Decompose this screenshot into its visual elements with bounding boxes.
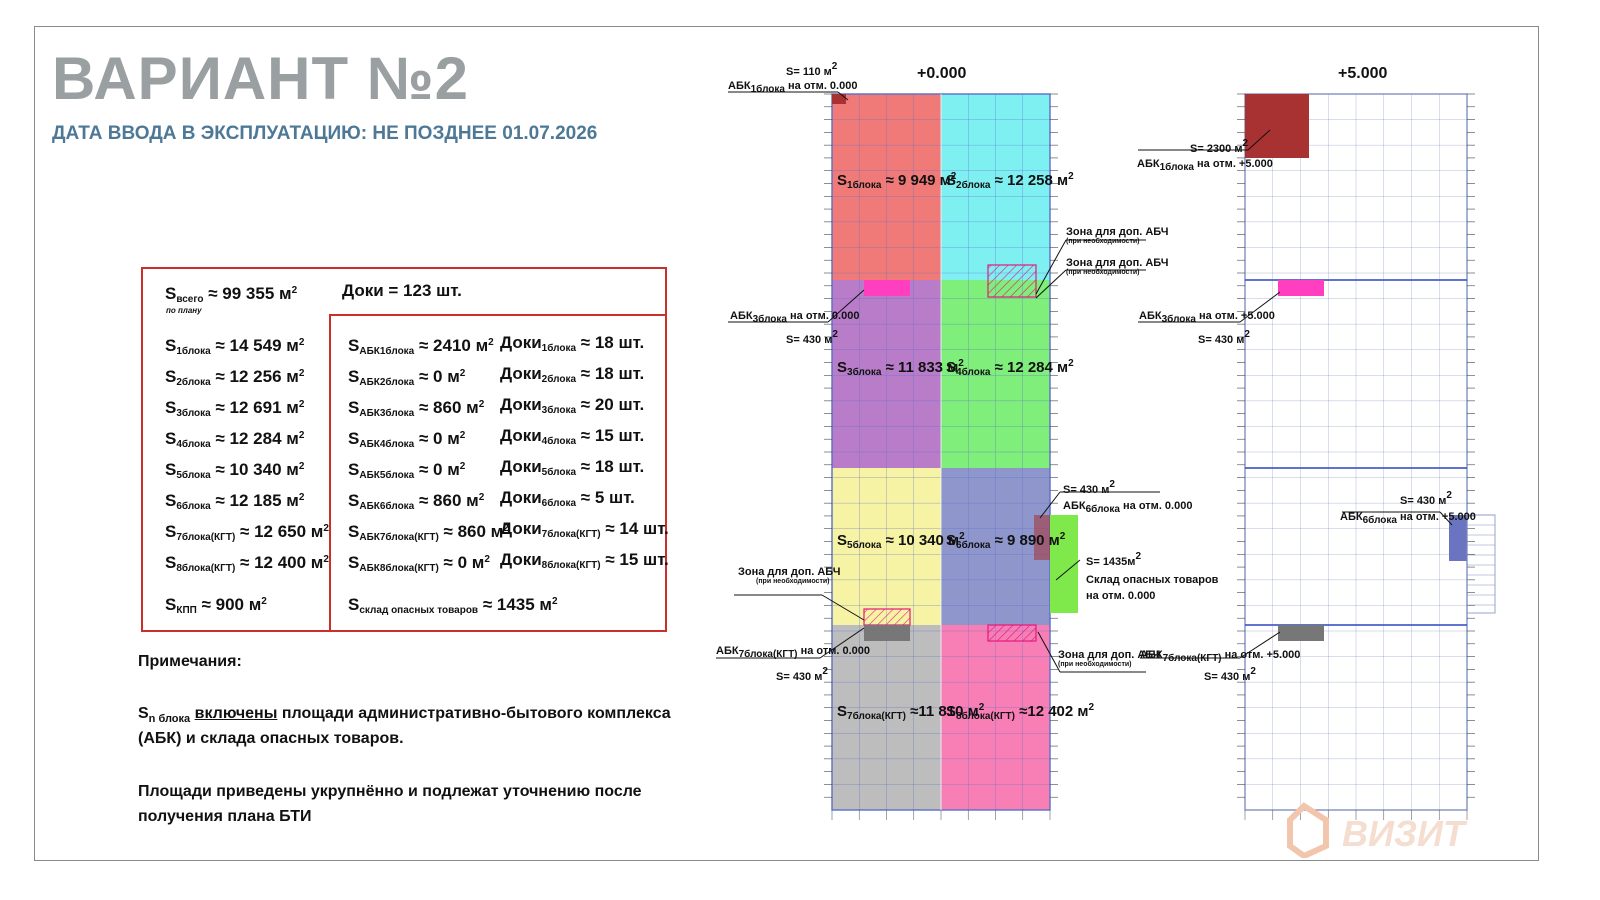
- plan2-level: +5.000: [1338, 65, 1388, 82]
- docks-row: Доки7блока(КГТ) ≈ 14 шт.: [500, 519, 669, 540]
- callout-zone-1-note: (при необходимости): [1066, 238, 1140, 245]
- p2-callout-abk7: АБК7блока(КГТ) на отм. +5.000: [1140, 649, 1301, 664]
- areas-table: [141, 267, 667, 632]
- docks-total: Доки = 123 шт.: [342, 281, 462, 300]
- zone-label-4: S4блока ≈ 12 284 м2: [946, 358, 1074, 378]
- p1-hazard-store: [1050, 515, 1078, 613]
- p2-callout-s430-c: S= 430 м2: [1204, 666, 1256, 683]
- abk-area-row: SАБК5блока ≈ 0 м2: [348, 460, 466, 481]
- callout-abk1: АБК1блока на отм. 0.000: [728, 80, 858, 95]
- p2-abk1: [1245, 94, 1309, 158]
- docks-row: Доки5блока ≈ 18 шт.: [500, 457, 645, 478]
- page-title: ВАРИАНТ №2: [52, 45, 470, 112]
- abk-area-row: SАБК6блока ≈ 860 м2: [348, 491, 485, 512]
- p1-abk3: [864, 280, 910, 296]
- logo-text: ВИЗИТ: [1342, 813, 1468, 854]
- slide-frame: [34, 26, 1539, 861]
- total-note: по плану: [166, 306, 202, 315]
- callout-s430-b: S= 430 м2: [1063, 479, 1115, 496]
- zone-label-7: S7блока(КГТ) ≈11 810 м2: [837, 701, 985, 722]
- areas-table-inner: [329, 314, 667, 632]
- notes-heading: Примечания:: [138, 653, 242, 670]
- p1-zone-hatch-4: [987, 624, 1037, 642]
- docks-row: Доки3блока ≈ 20 шт.: [500, 395, 645, 416]
- p2-callout-abk3: АБК3блока на отм. +5.000: [1139, 310, 1275, 325]
- block-area-row: S5блока ≈ 10 340 м2: [165, 460, 305, 481]
- p2-abk7: [1278, 625, 1324, 641]
- p2-abk3: [1278, 280, 1324, 296]
- p1-zone-hatch-1: [987, 264, 1037, 298]
- notes-line-4: получения плана БТИ: [138, 808, 312, 825]
- plan-extras: [832, 94, 1496, 642]
- callout-zone-3-note: (при необходимости): [756, 578, 830, 585]
- zone-label-6: S6блока ≈ 9 890 м2: [946, 530, 1066, 551]
- callout-zone-1: Зона для доп. АБЧ: [1066, 226, 1169, 238]
- callout-zone-2: Зона для доп. АБЧ: [1066, 257, 1169, 269]
- abk-area-row: SАБК3блока ≈ 860 м2: [348, 398, 485, 419]
- p2-callout-s2300: S= 2300 м2: [1190, 138, 1249, 155]
- block-area-row: S6блока ≈ 12 185 м2: [165, 491, 305, 512]
- p2-abk6: [1449, 515, 1467, 561]
- docks-row: Доки4блока ≈ 15 шт.: [500, 426, 645, 447]
- callout-s110: S= 110 м2: [786, 61, 838, 78]
- block-area-row: S7блока(КГТ) ≈ 12 650 м2: [165, 522, 329, 543]
- docks-row: Доки6блока ≈ 5 шт.: [500, 488, 635, 509]
- callout-abk3: АБК3блока на отм. 0.000: [730, 310, 860, 325]
- callout-s430-c: S= 430 м2: [776, 666, 828, 683]
- callout-s1435: S= 1435м2: [1086, 551, 1141, 568]
- p2-callout-abk6: АБК6блока на отм. +5.000: [1340, 511, 1476, 526]
- kpp-area: SКПП ≈ 900 м2: [165, 595, 267, 616]
- block-area-row: S8блока(КГТ) ≈ 12 400 м2: [165, 553, 329, 574]
- callout-zone-4: Зона для доп. АБЧ: [1058, 649, 1161, 661]
- callout-abk7: АБК7блока(КГТ) на отм. 0.000: [716, 645, 870, 660]
- callout-zone-2-note: (при необходимости): [1066, 269, 1140, 276]
- plan2-grid: [1237, 93, 1475, 820]
- callout-hazard-2: на отм. 0.000: [1086, 590, 1156, 602]
- plan1-level: +0.000: [917, 65, 967, 82]
- callout-zone-3: Зона для доп. АБЧ: [738, 566, 841, 578]
- notes-line-2: (АБК) и склада опасных товаров.: [138, 730, 404, 747]
- p1-zone-hatch-3: [863, 608, 911, 626]
- zone-label-8: S8блока(КГТ) ≈12 402 м2: [946, 701, 1095, 722]
- notes-line-1: Sn блока включены площади административн…: [138, 705, 671, 726]
- zone-label-2: S2блока ≈ 12 258 м2: [946, 171, 1074, 191]
- page-subtitle: ДАТА ВВОДА В ЭКСПЛУАТАЦИЮ: НЕ ПОЗДНЕЕ 01…: [52, 123, 598, 144]
- docks-row: Доки8блока(КГТ) ≈ 15 шт.: [500, 550, 669, 571]
- plan-leaders: [716, 91, 1453, 673]
- p2-callout-s430-a: S= 430 м2: [1198, 329, 1250, 346]
- company-logo: ВИЗИТ: [1287, 802, 1468, 858]
- block-area-row: S3блока ≈ 12 691 м2: [165, 398, 305, 419]
- callout-hazard-1: Склад опасных товаров: [1086, 574, 1219, 586]
- callout-s430-a: S= 430 м2: [786, 329, 838, 346]
- zone-label-1: S1блока ≈ 9 949 м2: [837, 171, 957, 191]
- plan1-grid: [824, 93, 1058, 820]
- p1-abk1-marker: [832, 94, 846, 104]
- block-area-row: S4блока ≈ 12 284 м2: [165, 429, 305, 450]
- total-area: Sвсего ≈ 99 355 м2: [165, 284, 298, 305]
- p2-callout-abk1: АБК1блока на отм. +5.000: [1137, 158, 1273, 173]
- abk-area-row: SАБК7блока(КГТ) ≈ 860 м2: [348, 522, 509, 543]
- docks-row: Доки1блока ≈ 18 шт.: [500, 333, 645, 354]
- p2-callout-s430-b: S= 430 м2: [1400, 490, 1452, 507]
- abk-area-row: SАБК1блока ≈ 2410 м2: [348, 336, 494, 357]
- p1-abk6: [1034, 515, 1050, 560]
- block-area-row: S2блока ≈ 12 256 м2: [165, 367, 305, 388]
- hazard-area: Sсклад опасных товаров ≈ 1435 м2: [348, 595, 558, 616]
- abk-area-row: SАБК8блока(КГТ) ≈ 0 м2: [348, 553, 490, 574]
- block-area-row: S1блока ≈ 14 549 м2: [165, 336, 305, 357]
- notes-line-3: Площади приведены укрупнённо и подлежат …: [138, 783, 642, 800]
- zone-label-3: S3блока ≈ 11 833 м2: [837, 358, 964, 378]
- docks-row: Доки2блока ≈ 18 шт.: [500, 364, 645, 385]
- abk-area-row: SАБК2блока ≈ 0 м2: [348, 367, 466, 388]
- zone-label-5: S5блока ≈ 10 340 м2: [837, 530, 965, 551]
- callout-zone-4-note: (при необходимости): [1058, 661, 1132, 668]
- p1-abk7: [864, 625, 910, 641]
- callout-abk6: АБК6блока на отм. 0.000: [1063, 500, 1193, 515]
- abk-area-row: SАБК4блока ≈ 0 м2: [348, 429, 466, 450]
